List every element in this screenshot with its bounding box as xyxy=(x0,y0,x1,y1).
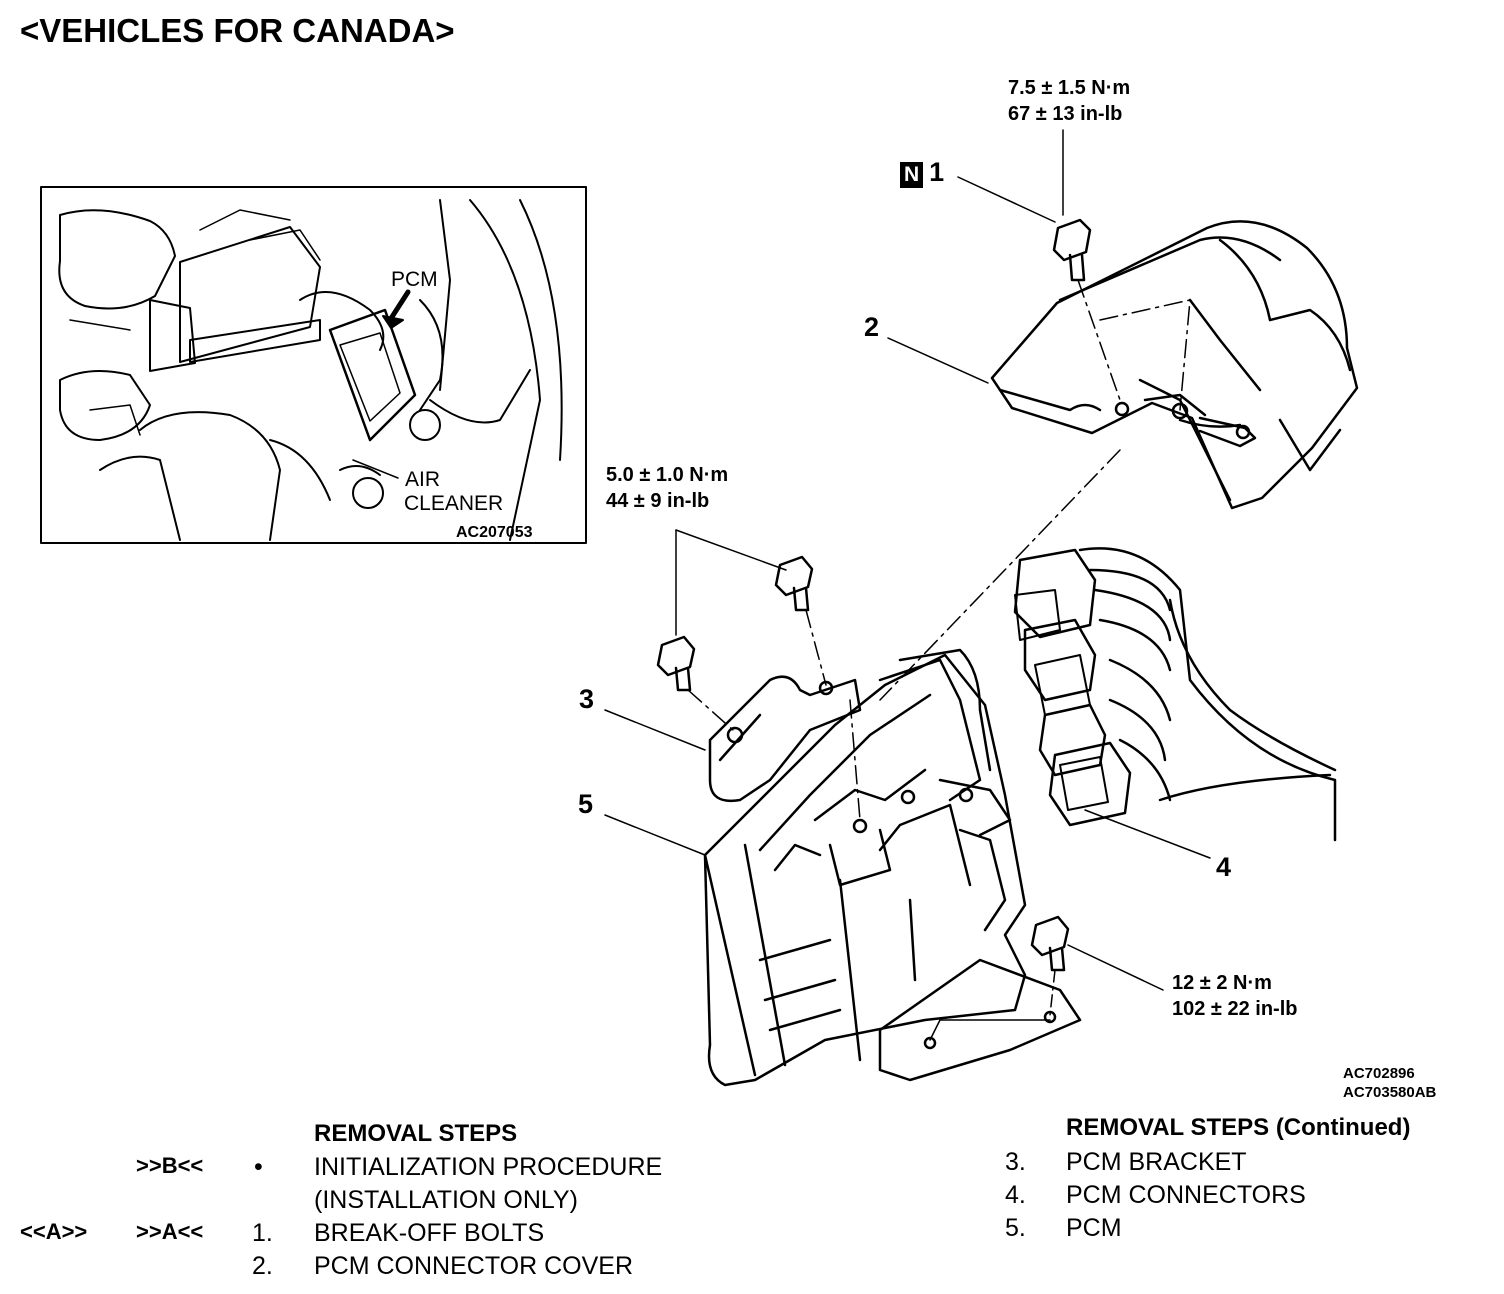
step-marker-a-left: <<A>> xyxy=(20,1219,88,1244)
leader-5 xyxy=(604,814,706,856)
step-num-1: 1. xyxy=(252,1219,273,1247)
callout-4: 4 xyxy=(1216,852,1232,882)
pcm-center-line-a xyxy=(849,699,861,821)
pcm-connector-cover-drawing xyxy=(990,220,1359,510)
step-pcm-connectors: PCM CONNECTORS xyxy=(1066,1181,1306,1209)
torque-3: 12 ± 2 N·m 102 ± 22 in-lb xyxy=(1172,970,1297,1022)
callout-1-number: 1 xyxy=(929,157,945,187)
foot-bolt-line xyxy=(1049,969,1056,1016)
step-marker-a: >>A<< xyxy=(136,1219,204,1244)
step-bullet: • xyxy=(254,1153,263,1181)
step-pcm: PCM xyxy=(1066,1214,1122,1242)
foot-line xyxy=(929,1019,1051,1041)
new-part-badge: N xyxy=(900,162,924,188)
bracket-bolts xyxy=(656,555,814,692)
callout-2: 2 xyxy=(864,312,880,342)
inset-figure-code: AC207053 xyxy=(456,524,533,541)
leader-4 xyxy=(1084,809,1211,859)
torque-1: 7.5 ± 1.5 N·m 67 ± 13 in-lb xyxy=(1008,75,1130,127)
leader-torque-3 xyxy=(1067,944,1164,991)
page-title: <VEHICLES FOR CANADA> xyxy=(20,12,455,49)
bolt-1-center-line xyxy=(1077,279,1121,401)
bracket-bolt-line-b xyxy=(805,609,827,686)
leader-torque-2b xyxy=(675,529,787,571)
inset-cleaner-label: CLEANER xyxy=(404,492,504,515)
step-pcm-connector-cover: PCM CONNECTOR COVER xyxy=(314,1252,634,1280)
torque-3-nm: 12 ± 2 N·m xyxy=(1172,972,1272,994)
pcm-bracket-drawing xyxy=(708,675,862,803)
callout-5: 5 xyxy=(578,789,594,819)
cover-center-line xyxy=(1099,299,1191,411)
step-marker-b: >>B<< xyxy=(136,1153,204,1178)
figure-code-1: AC702896 xyxy=(1343,1065,1415,1082)
step-num-4: 4. xyxy=(1005,1181,1026,1209)
callout-3: 3 xyxy=(579,684,595,714)
torque-1-nm: 7.5 ± 1.5 N·m xyxy=(1008,77,1131,99)
step-break-off-bolts: BREAK-OFF BOLTS xyxy=(314,1219,545,1247)
pcm-connectors-drawing xyxy=(1013,547,1337,842)
removal-steps-continued-header: REMOVAL STEPS (Continued) xyxy=(1066,1114,1411,1141)
inset-engine-bay-drawing xyxy=(40,186,587,544)
leader-1 xyxy=(957,176,1056,223)
step-initialization: INITIALIZATION PROCEDURE xyxy=(314,1153,663,1181)
removal-steps-header: REMOVAL STEPS xyxy=(314,1120,518,1147)
figure-code-2: AC703580AB xyxy=(1343,1084,1437,1101)
leader-3 xyxy=(604,709,706,751)
bracket-bolt-line-a xyxy=(687,689,734,731)
torque-1-inlb: 67 ± 13 in-lb xyxy=(1008,103,1123,125)
bolt-part-1 xyxy=(1052,218,1092,282)
torque-2-nm: 5.0 ± 1.0 N·m xyxy=(606,464,729,486)
leader-2 xyxy=(887,337,989,384)
pcm-module-drawing xyxy=(703,648,1082,1087)
inset-pcm-label: PCM xyxy=(391,268,438,291)
torque-2-inlb: 44 ± 9 in-lb xyxy=(606,490,710,512)
step-pcm-bracket: PCM BRACKET xyxy=(1066,1148,1247,1176)
cover-to-pcm-line xyxy=(879,449,1121,701)
torque-3-inlb: 102 ± 22 in-lb xyxy=(1172,998,1298,1020)
step-installation-only: (INSTALLATION ONLY) xyxy=(314,1186,578,1214)
inset-air-label: AIR xyxy=(405,468,441,491)
step-num-2: 2. xyxy=(252,1252,273,1280)
foot-bolt xyxy=(1030,915,1070,972)
torque-2: 5.0 ± 1.0 N·m 44 ± 9 in-lb xyxy=(606,462,728,514)
step-num-5: 5. xyxy=(1005,1214,1026,1242)
step-num-3: 3. xyxy=(1005,1148,1026,1176)
